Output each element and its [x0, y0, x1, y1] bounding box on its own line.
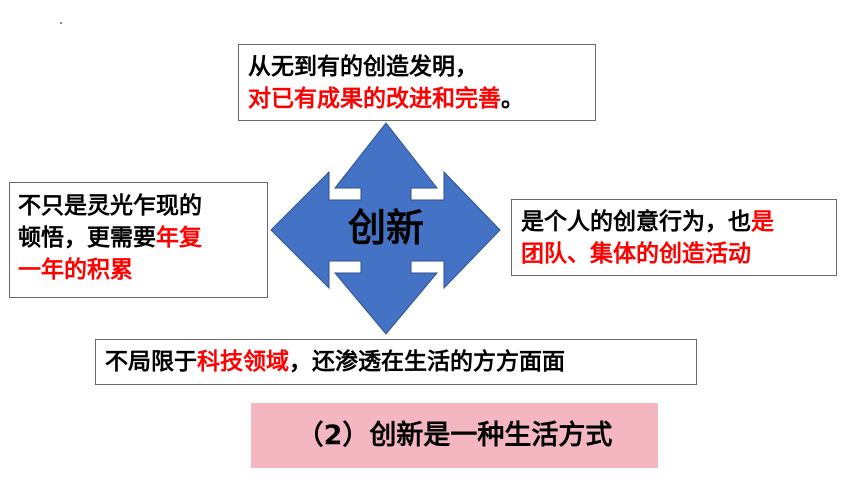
- right-box-line2: 团队、集体的创造活动: [521, 241, 751, 267]
- bottom-box-text2: ，还渗透在生活的方方面面: [289, 349, 565, 375]
- left-box-line2-highlight: 年复: [156, 225, 202, 251]
- caption-banner: （2）创新是一种生活方式: [251, 403, 658, 468]
- bottom-box-highlight: 科技领域: [197, 349, 289, 375]
- left-box-line2-text: 顿悟，更需要: [18, 225, 156, 251]
- right-box-line1-highlight: 是: [751, 209, 774, 235]
- left-box-line2: 顿悟，更需要年复: [18, 222, 267, 254]
- right-text-box: 是个人的创意行为，也是 团队、集体的创造活动: [511, 199, 837, 276]
- top-text-box: 从无到有的创造发明， 对已有成果的改进和完善。: [238, 44, 596, 121]
- left-box-line3: 一年的积累: [18, 257, 133, 283]
- bottom-box-text1: 不局限于: [105, 349, 197, 375]
- top-box-line1: 从无到有的创造发明，: [248, 54, 478, 80]
- left-text-box: 不只是灵光乍现的 顿悟，更需要年复 一年的积累: [9, 182, 268, 298]
- decorative-dot: [60, 22, 62, 24]
- four-way-arrow-shape: [270, 122, 501, 335]
- right-box-line1: 是个人的创意行为，也是: [521, 206, 836, 238]
- center-label: 创新: [347, 206, 424, 250]
- top-box-line2-highlight: 对已有成果的改进和完善: [248, 86, 501, 112]
- bottom-text-box: 不局限于科技领域，还渗透在生活的方方面面: [95, 339, 697, 385]
- top-box-line2: 对已有成果的改进和完善。: [248, 83, 595, 115]
- right-box-line1-text: 是个人的创意行为，也: [521, 209, 751, 235]
- left-box-line1: 不只是灵光乍现的: [18, 193, 202, 219]
- top-box-line2-end: 。: [501, 86, 524, 112]
